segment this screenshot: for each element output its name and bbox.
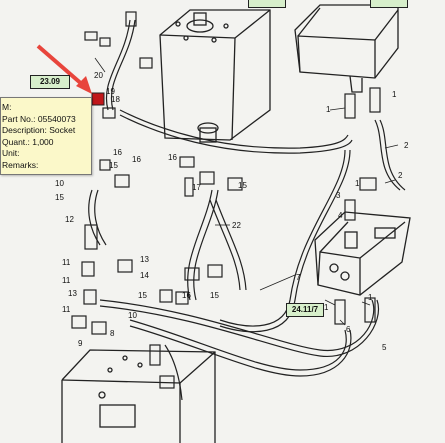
part-number: 14 xyxy=(140,271,149,280)
part-number: 22 xyxy=(232,221,241,230)
part-number: 2 xyxy=(404,141,409,150)
tooltip-unit: Unit: xyxy=(2,148,20,159)
part-number: 16 xyxy=(182,291,191,300)
part-number: 16 xyxy=(113,148,122,157)
part-number: 20 xyxy=(94,71,103,80)
tooltip-part-no: Part No.: 05540073 xyxy=(2,113,76,124)
part-number: 11 xyxy=(62,258,71,267)
part-number: 9 xyxy=(78,339,83,348)
part-number: 13 xyxy=(140,255,149,264)
ref-box-23-09[interactable]: 23.09 xyxy=(30,75,70,89)
tooltip-quantity: Quant.: 1,000 xyxy=(2,136,54,147)
part-number: 19 xyxy=(106,87,115,96)
part-number: 1 xyxy=(368,293,373,302)
part-number: 15 xyxy=(238,181,247,190)
part-number: 1 xyxy=(324,303,329,312)
valve-block[interactable] xyxy=(314,211,411,296)
part-number: 15 xyxy=(109,161,118,170)
hydraulic-tank[interactable] xyxy=(159,9,271,143)
part-number-labels: 19 20 18 16 16 15 15 10 12 17 16 15 22 7… xyxy=(55,71,409,352)
part-number: 2 xyxy=(398,171,403,180)
ref-box-24-11-7[interactable]: 24.11/7 xyxy=(286,303,324,317)
part-number: 12 xyxy=(65,215,74,224)
part-tooltip: M: Part No.: 05540073 Description: Socke… xyxy=(0,97,92,175)
tooltip-remarks: Remarks: xyxy=(2,159,39,170)
tooltip-title: M: xyxy=(2,102,12,112)
part-number: 13 xyxy=(68,289,77,298)
part-number: 15 xyxy=(55,193,64,202)
control-box[interactable] xyxy=(294,4,399,93)
part-number: 18 xyxy=(111,95,120,104)
part-number: 17 xyxy=(192,183,201,192)
part-number: 6 xyxy=(346,325,351,334)
pump-block[interactable] xyxy=(61,349,216,443)
part-number: 5 xyxy=(382,343,387,352)
part-number: 4 xyxy=(338,211,343,220)
part-number: 16 xyxy=(168,153,177,162)
part-number: 15 xyxy=(210,291,219,300)
part-number: 10 xyxy=(55,179,64,188)
ref-box-top-right[interactable] xyxy=(370,0,408,8)
part-number: 10 xyxy=(128,311,137,320)
part-number: 7 xyxy=(296,273,301,282)
part-number: 8 xyxy=(110,329,115,338)
part-number: 15 xyxy=(138,291,147,300)
fittings[interactable] xyxy=(71,11,381,389)
part-number: 3 xyxy=(336,191,341,200)
part-number: 1 xyxy=(326,105,331,114)
hoses xyxy=(88,19,406,401)
leader-lines xyxy=(94,57,399,326)
tooltip-description: Description: Socket xyxy=(2,125,76,136)
pointer-arrow xyxy=(36,44,92,94)
part-number: 16 xyxy=(132,155,141,164)
part-number: 11 xyxy=(62,305,71,314)
part-number: 1 xyxy=(392,90,397,99)
selected-socket[interactable] xyxy=(91,92,105,106)
ref-box-top-center[interactable] xyxy=(248,0,286,8)
part-number: 1 xyxy=(355,179,360,188)
part-number: 11 xyxy=(62,276,71,285)
